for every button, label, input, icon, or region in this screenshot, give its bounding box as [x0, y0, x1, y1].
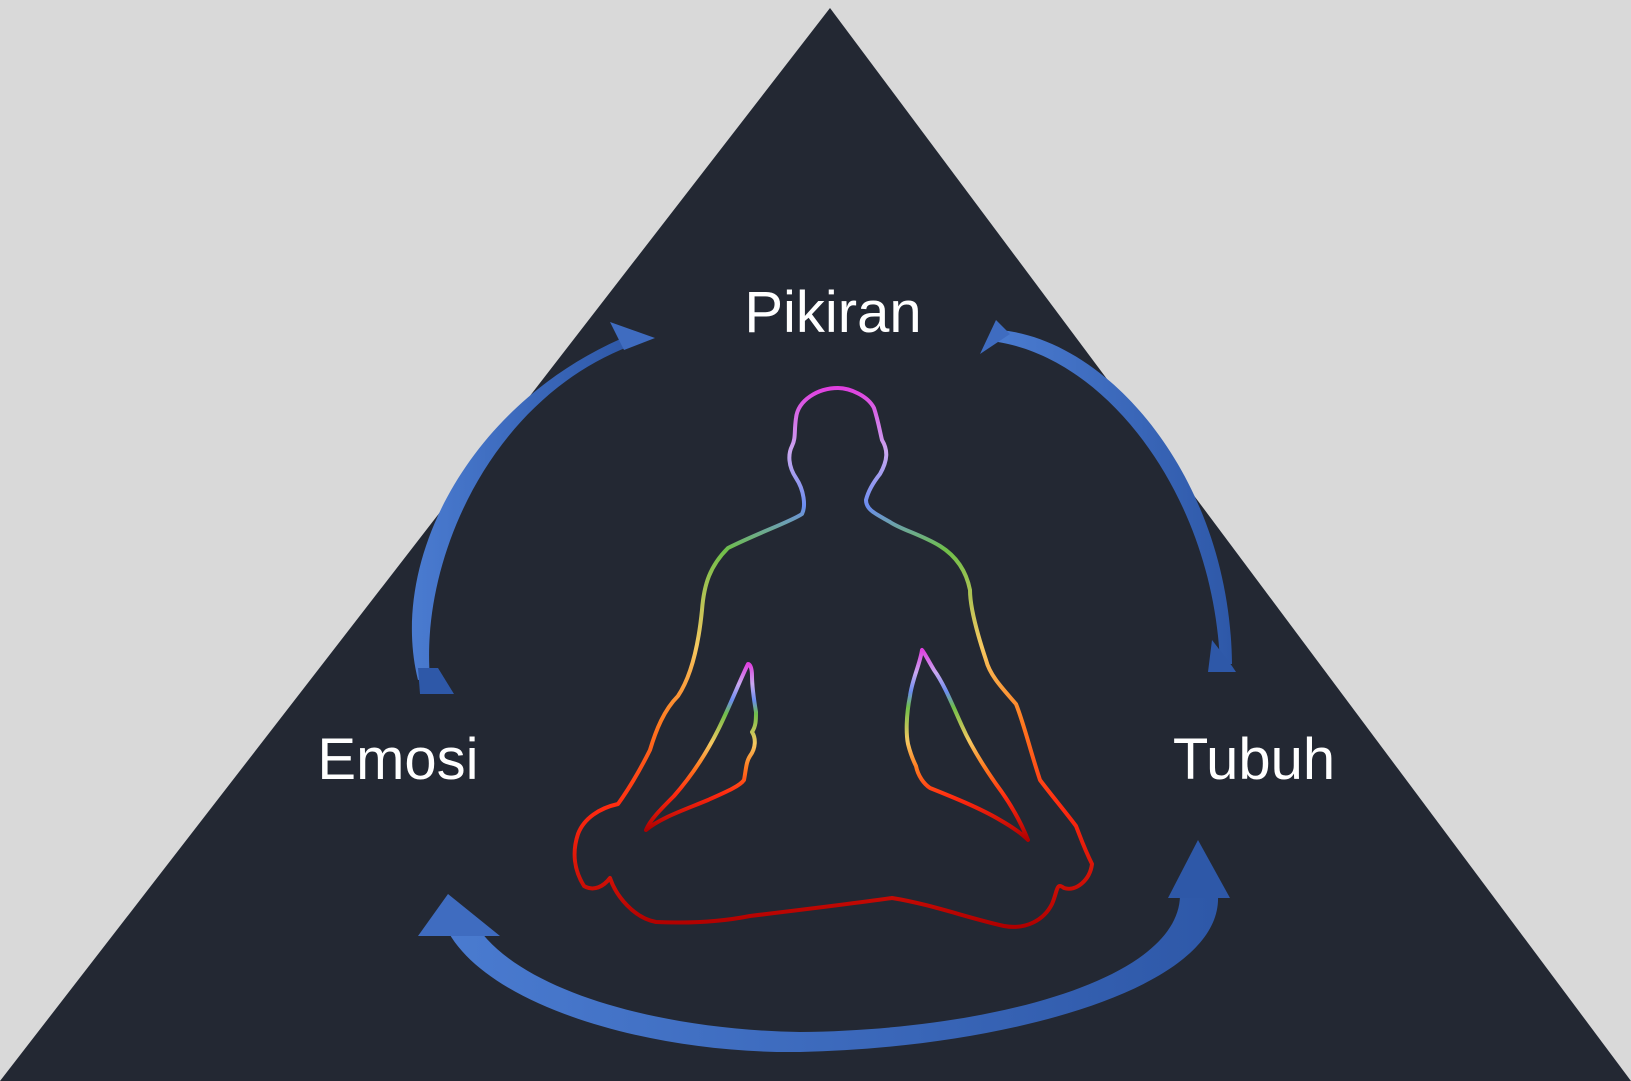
label-emosi: Emosi [317, 731, 478, 789]
label-pikiran: Pikiran [744, 284, 921, 342]
pyramid-triangle [0, 8, 1631, 1081]
label-tubuh: Tubuh [1173, 731, 1335, 789]
